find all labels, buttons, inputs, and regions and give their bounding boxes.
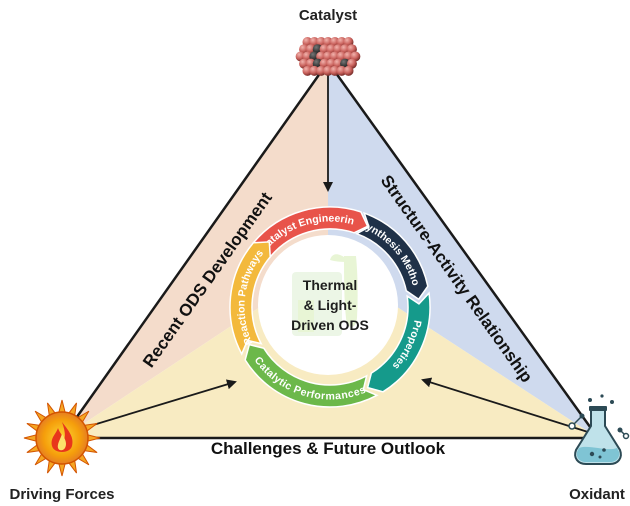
sun-ray xyxy=(23,434,37,442)
cluster-atom xyxy=(309,65,320,76)
cluster-atom xyxy=(329,65,340,76)
arrow-from-oxidant xyxy=(421,377,589,433)
sun-fire-icon xyxy=(23,399,101,477)
inner-disc xyxy=(258,235,398,375)
cluster-atom xyxy=(316,65,327,76)
cycle-arc-catalytic-performances xyxy=(244,343,379,408)
flask-icon xyxy=(568,394,630,465)
cluster-atom xyxy=(302,65,313,76)
cycle-arc-catalyst-engineering xyxy=(251,206,369,259)
cluster-atom xyxy=(343,65,354,76)
center-title-line-2: & Light- xyxy=(304,297,357,313)
cluster-atom xyxy=(336,65,347,76)
plant-pictogram-icon xyxy=(292,254,358,336)
corner-label-oxidant: Oxidant xyxy=(569,486,625,503)
cycle-arc-reaction-pathways xyxy=(229,241,272,356)
corner-label-catalyst: Catalyst xyxy=(299,7,357,24)
center-title-line-1: Thermal xyxy=(303,277,357,293)
cycle-arc-synthesis-method xyxy=(354,211,429,301)
arrow-from-driving-forces xyxy=(69,379,237,433)
sun-ray xyxy=(58,399,66,413)
triangle-outline xyxy=(60,60,600,440)
catalyst-cluster-icon xyxy=(295,37,361,76)
cycle-arc-properties xyxy=(366,291,431,393)
cluster-atom xyxy=(323,65,333,76)
center-title-line-3: Driven ODS xyxy=(291,317,369,333)
sun-ray xyxy=(58,463,66,477)
corner-label-driving-forces: Driving Forces xyxy=(9,486,114,503)
side-label-bottom: Challenges & Future Outlook xyxy=(211,439,446,458)
